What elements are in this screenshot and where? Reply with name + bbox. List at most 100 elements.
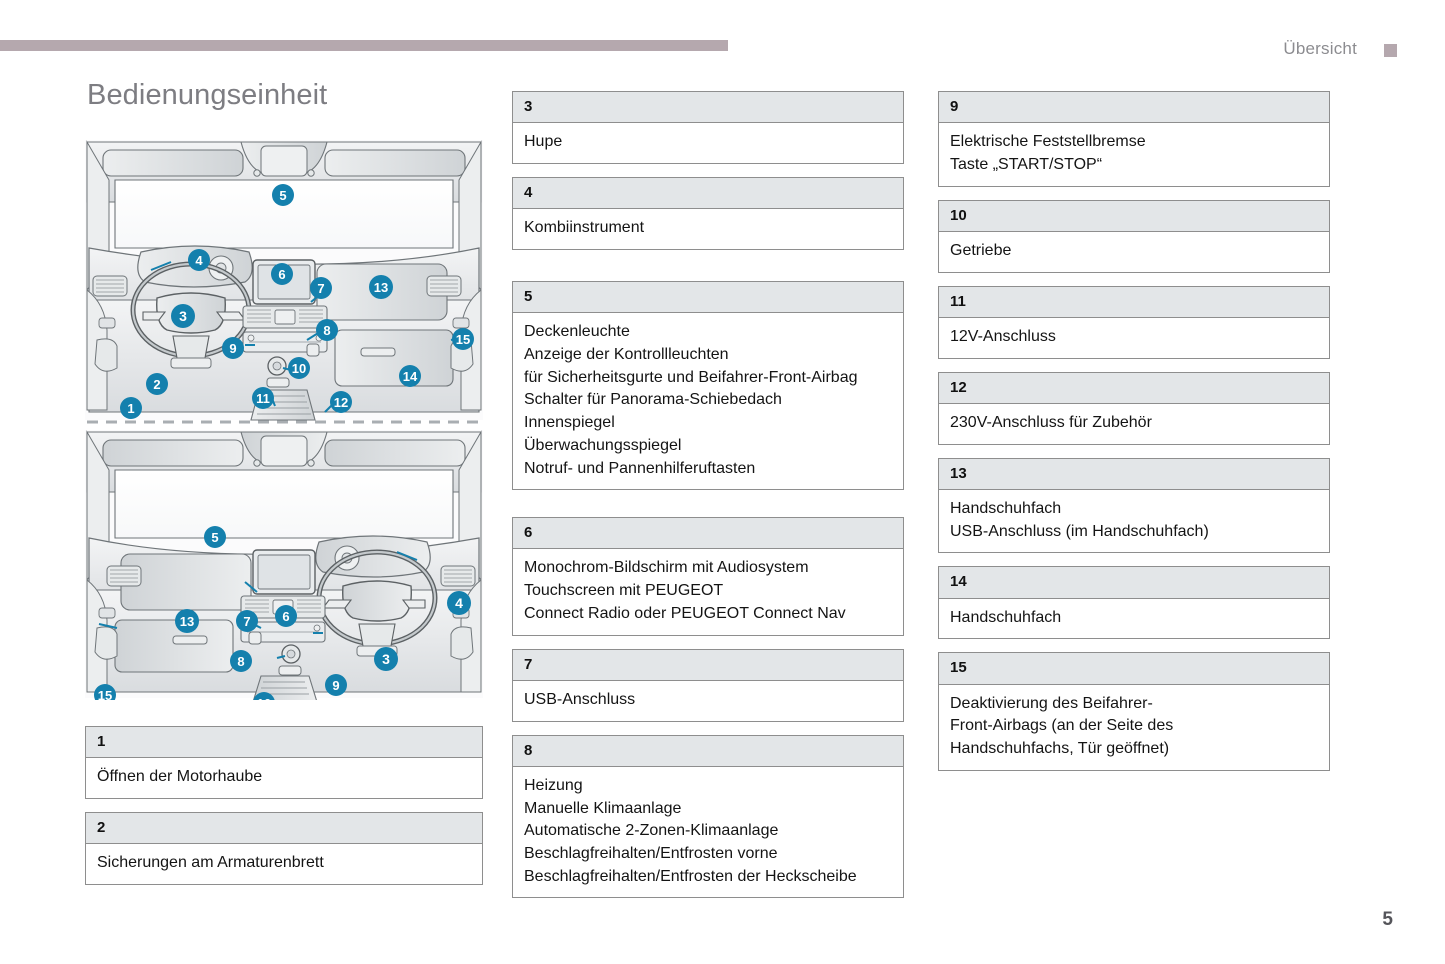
svg-text:13: 13	[374, 280, 388, 295]
reference-table-number: 10	[939, 200, 1329, 232]
svg-text:3: 3	[382, 651, 390, 667]
reference-table-line: Überwachungsspiegel	[524, 436, 682, 454]
callout-badges-lhd: 1 2 3 4 5 6 7 8 9 10 11 12 13 14	[120, 183, 474, 419]
callout-badges-rhd: 5 4 3 6 7 8 9 10 13 15 2 14	[94, 525, 471, 700]
reference-table-number: 8	[513, 735, 903, 767]
reference-table-line: für Sicherheitsgurte und Beifahrer-Front…	[524, 368, 858, 386]
reference-table-body: USB-Anschluss	[513, 681, 903, 721]
reference-table-number: 13	[939, 458, 1329, 490]
reference-table-11: 11 12V-Anschluss	[938, 285, 1330, 359]
svg-text:15: 15	[456, 332, 470, 347]
svg-text:8: 8	[323, 323, 330, 338]
reference-table-body: Deaktivierung des Beifahrer-Front-Airbag…	[939, 685, 1329, 770]
reference-table-line: USB-Anschluss (im Handschuhfach)	[950, 522, 1209, 540]
reference-table-line: Getriebe	[950, 241, 1012, 259]
svg-text:10: 10	[257, 696, 271, 700]
reference-table-line: Elektrische Feststellbremse	[950, 133, 1146, 151]
dashboard-view-lhd: 1 2 3 4 5 6 7 8 9 10 11 12 13 14	[85, 139, 483, 421]
reference-table-body: Kombiinstrument	[513, 209, 903, 249]
reference-table-number: 11	[939, 286, 1329, 318]
reference-table-line: Beschlagfreihalten/Entfrosten vorne	[524, 845, 778, 862]
svg-text:7: 7	[317, 281, 324, 296]
dashboard-view-rhd	[85, 429, 483, 700]
reference-table-body: Sicherungen am Armaturenbrett	[86, 844, 482, 884]
reference-table-body: Öffnen der Motorhaube	[86, 758, 482, 798]
svg-text:15: 15	[98, 688, 112, 700]
reference-table-line: Heizung	[524, 776, 583, 794]
dashboard-illustration: 1 2 3 4 5 6 7 8 9 10 11 12 13 14	[85, 139, 483, 700]
reference-table-number: 14	[939, 567, 1329, 599]
svg-text:9: 9	[229, 341, 236, 356]
svg-text:6: 6	[282, 609, 289, 624]
left-column: Bedienungseinheit	[85, 79, 483, 898]
reference-table-line: Anzeige der Kontrollleuchten	[524, 345, 729, 363]
reference-table-line: Schalter für Panorama-Schiebedach	[524, 391, 782, 409]
reference-table-number: 15	[939, 653, 1329, 685]
svg-text:7: 7	[243, 614, 250, 629]
reference-table-number: 12	[939, 372, 1329, 404]
reference-table-number: 5	[513, 281, 903, 314]
reference-table-body: 12V-Anschluss	[939, 318, 1329, 358]
reference-table-line: 12V-Anschluss	[950, 327, 1056, 345]
reference-table-line: Connect Radio oder PEUGEOT Connect Nav	[524, 604, 846, 622]
svg-text:6: 6	[278, 267, 285, 282]
reference-table-line: Sicherungen am Armaturenbrett	[97, 854, 324, 872]
reference-table-number: 3	[513, 92, 903, 124]
reference-table-line: Kombiinstrument	[524, 219, 645, 237]
header-rule	[0, 40, 728, 51]
svg-text:13: 13	[180, 614, 194, 629]
page-number: 5	[1382, 909, 1393, 930]
reference-table-body: 230V-Anschluss für Zubehör	[939, 404, 1329, 444]
reference-table-number: 1	[86, 726, 482, 759]
reference-table-line: 230V-Anschluss für Zubehör	[950, 413, 1152, 431]
reference-table-line: Touchscreen mit PEUGEOT	[524, 582, 724, 600]
reference-table-line: Deckenleuchte	[524, 323, 630, 341]
chapter-marker-icon	[1384, 44, 1397, 57]
reference-table-line: Handschuhfach	[950, 608, 1062, 626]
reference-table-line: Hupe	[524, 133, 563, 151]
reference-table-line: Monochrom-Bildschirm mit Audiosystem	[524, 559, 809, 577]
svg-text:4: 4	[455, 595, 463, 611]
svg-text:10: 10	[292, 361, 306, 376]
svg-text:14: 14	[403, 369, 418, 384]
svg-text:8: 8	[237, 654, 244, 669]
svg-text:5: 5	[211, 530, 218, 545]
reference-table-line: Front-Airbags (an der Seite des	[950, 717, 1174, 735]
svg-text:9: 9	[332, 678, 339, 693]
reference-table-body: Getriebe	[939, 232, 1329, 272]
reference-table-line: Notruf- und Pannenhilferuftasten	[524, 459, 756, 477]
reference-table-line: Innenspiegel	[524, 414, 615, 432]
reference-table-body: Hupe	[513, 123, 903, 163]
reference-table-number: 4	[513, 177, 903, 210]
reference-table-number: 7	[513, 649, 903, 681]
svg-text:2: 2	[153, 377, 160, 392]
reference-table-line: Handschuhfachs, Tür geöffnet)	[950, 739, 1170, 757]
reference-table-number: 6	[513, 518, 903, 550]
reference-table-line: Taste „START/STOP“	[950, 155, 1103, 173]
reference-table-number: 2	[86, 812, 482, 845]
svg-text:4: 4	[195, 253, 203, 268]
svg-text:3: 3	[179, 308, 187, 324]
reference-table-line: Automatische 2-Zonen-Klimaanlage	[524, 822, 779, 840]
reference-table-line: Öffnen der Motorhaube	[97, 768, 263, 786]
reference-table-line: Manuelle Klimaanlage	[524, 799, 682, 817]
